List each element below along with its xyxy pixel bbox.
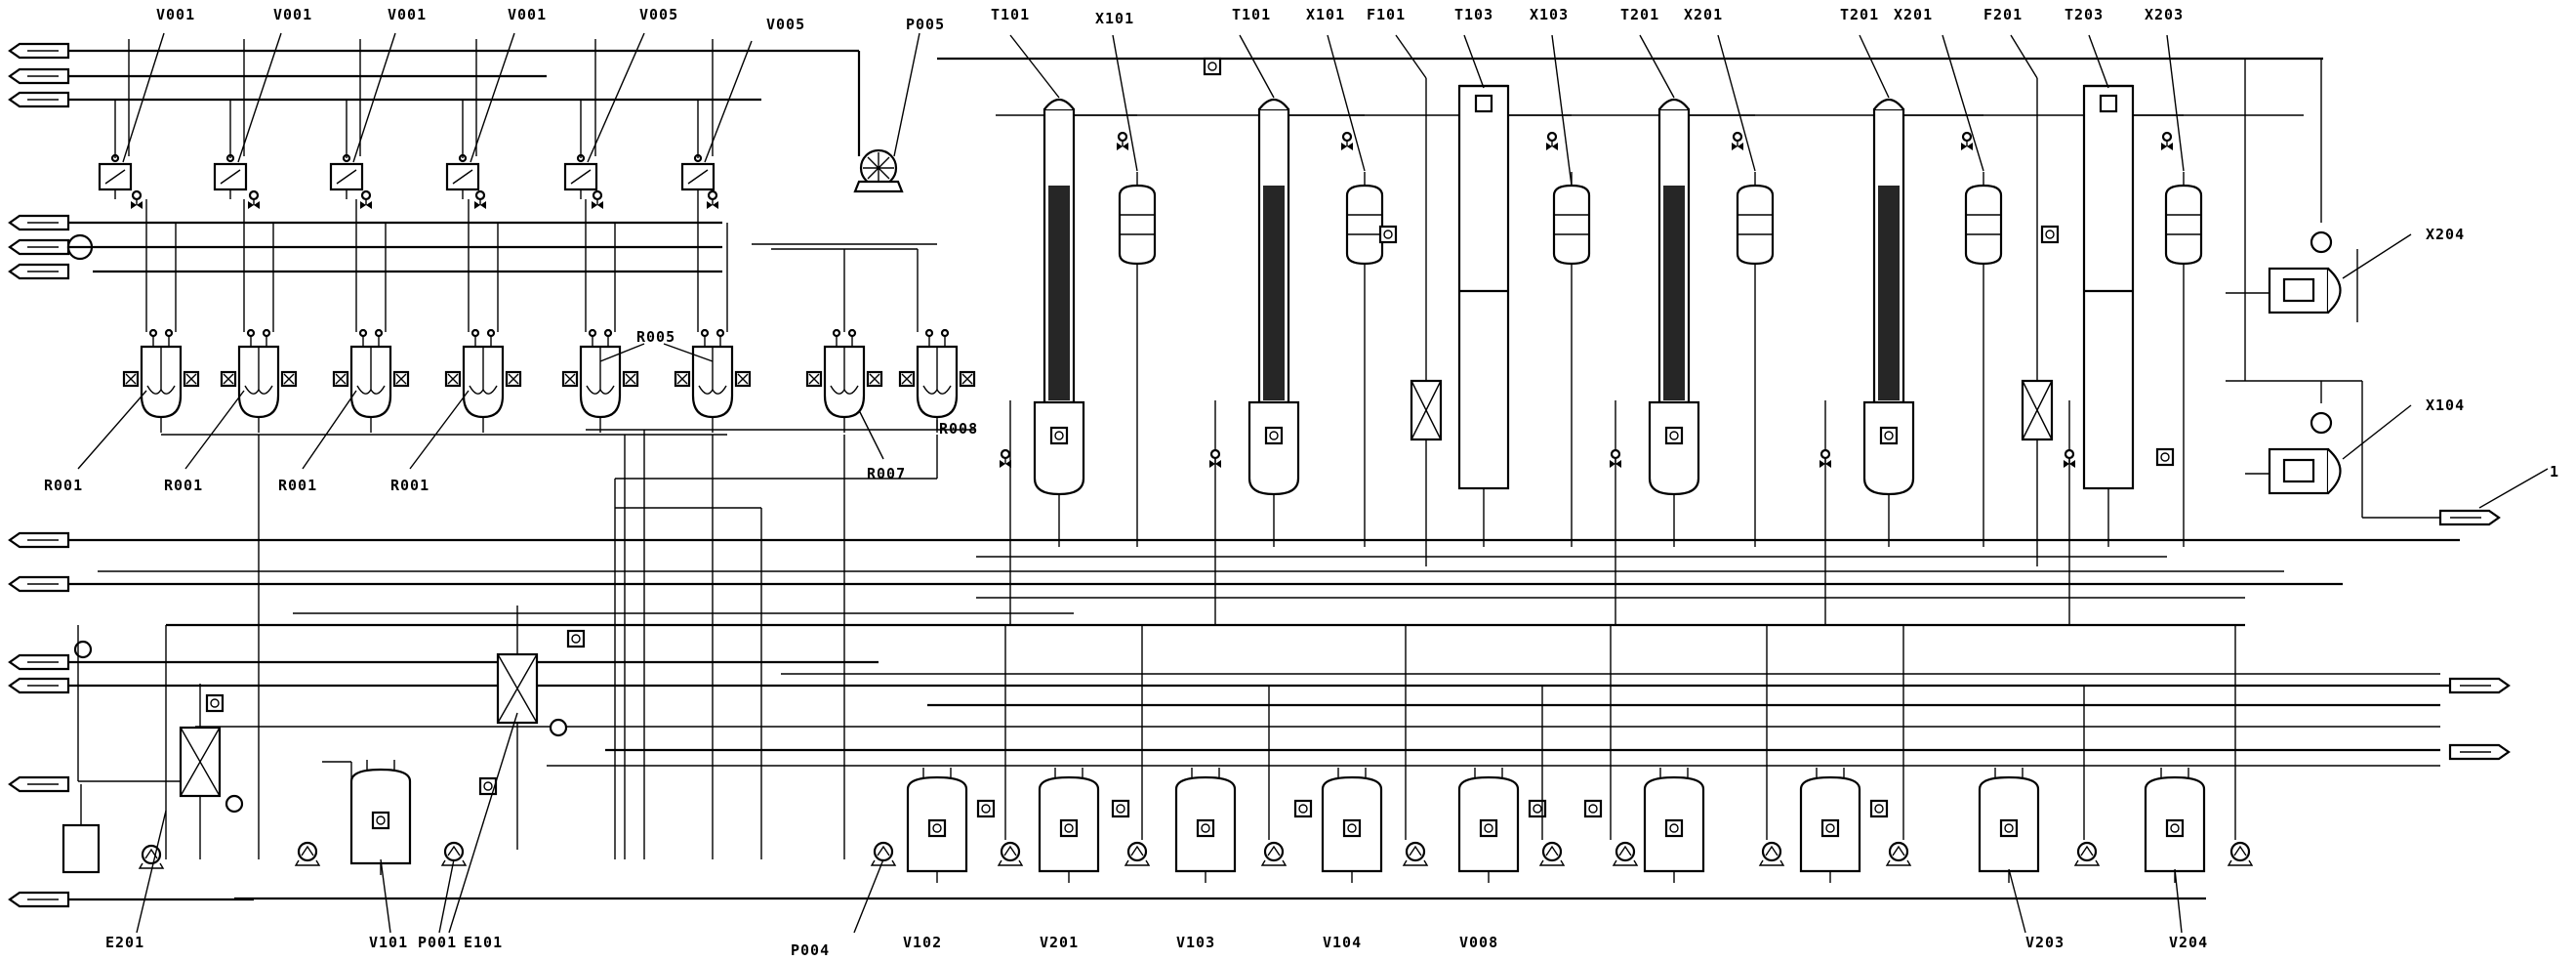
label-r001-b: R001 bbox=[164, 477, 203, 494]
equipment-labels: V001 V001 V001 V001 V005 V005 P005 T101 … bbox=[44, 6, 2559, 959]
label-r001-a: R001 bbox=[44, 477, 83, 494]
label-v008: V008 bbox=[1459, 934, 1498, 951]
label-e101: E101 bbox=[464, 934, 503, 951]
label-v001-b: V001 bbox=[273, 6, 312, 23]
condensers bbox=[1074, 34, 2203, 547]
label-t201: T201 bbox=[1620, 6, 1659, 23]
right-exchangers bbox=[2226, 59, 2549, 526]
label-t101-a: T101 bbox=[991, 6, 1030, 23]
right-connectors bbox=[2448, 677, 2511, 761]
label-v204: V204 bbox=[2169, 934, 2208, 951]
pipe-headers bbox=[68, 49, 2460, 901]
label-stream-1: 1 bbox=[2550, 463, 2559, 480]
label-r007: R007 bbox=[867, 465, 906, 482]
label-v005-a: V005 bbox=[639, 6, 678, 23]
reactors bbox=[77, 199, 976, 859]
label-p004: P004 bbox=[791, 941, 830, 959]
filters bbox=[1395, 34, 2054, 566]
label-x203: X203 bbox=[2145, 6, 2184, 23]
label-x103: X103 bbox=[1530, 6, 1569, 23]
label-p001: P001 bbox=[418, 934, 457, 951]
label-v103: V103 bbox=[1176, 934, 1215, 951]
bottom-tanks bbox=[853, 400, 2254, 934]
label-v001-a: V001 bbox=[156, 6, 195, 23]
label-r001-c: R001 bbox=[278, 477, 317, 494]
label-t201-b: T201 bbox=[1840, 6, 1879, 23]
label-v203: V203 bbox=[2025, 934, 2065, 951]
label-f101: F101 bbox=[1367, 6, 1406, 23]
label-x201: X201 bbox=[1684, 6, 1723, 23]
label-x201-b: X201 bbox=[1894, 6, 1933, 23]
label-v201: V201 bbox=[1040, 934, 1079, 951]
bottom-left-equipment bbox=[61, 606, 586, 934]
left-connectors bbox=[8, 42, 94, 908]
label-r001-d: R001 bbox=[390, 477, 429, 494]
label-v005-b: V005 bbox=[766, 16, 805, 33]
label-t203: T203 bbox=[2065, 6, 2104, 23]
weigh-tanks bbox=[98, 32, 753, 201]
columns bbox=[1009, 34, 2135, 496]
label-v001-d: V001 bbox=[508, 6, 547, 23]
label-t101-b: T101 bbox=[1232, 6, 1271, 23]
label-f201: F201 bbox=[1983, 6, 2023, 23]
label-r005: R005 bbox=[636, 328, 675, 346]
label-v102: V102 bbox=[903, 934, 942, 951]
fan-p005 bbox=[853, 32, 920, 193]
label-x104: X104 bbox=[2426, 397, 2465, 414]
label-e201: E201 bbox=[105, 934, 144, 951]
label-t103: T103 bbox=[1454, 6, 1493, 23]
label-p005: P005 bbox=[906, 16, 945, 33]
label-v104: V104 bbox=[1323, 934, 1362, 951]
label-v001-c: V001 bbox=[388, 6, 427, 23]
label-x204: X204 bbox=[2426, 226, 2465, 243]
label-r008: R008 bbox=[939, 420, 978, 438]
label-v101: V101 bbox=[369, 934, 408, 951]
label-x101-a: X101 bbox=[1095, 10, 1134, 27]
label-x101-b: X101 bbox=[1306, 6, 1345, 23]
